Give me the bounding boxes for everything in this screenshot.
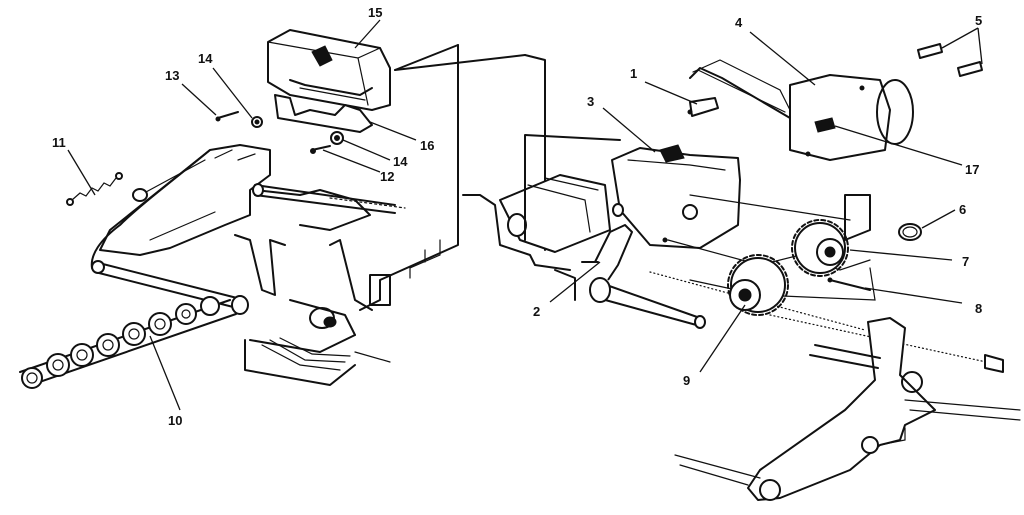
gear-bracket (611, 144, 741, 249)
callout-15: 15 (368, 5, 382, 20)
callout-labels: 1 2 3 4 5 6 7 8 9 10 11 12 13 14 14 15 1… (52, 5, 982, 428)
washer-upper (251, 116, 263, 128)
guide-rod (252, 183, 406, 214)
washer-lower (330, 131, 344, 145)
roller-shaft (19, 296, 237, 389)
callout-16: 16 (420, 138, 434, 153)
mounting-plate (274, 94, 373, 133)
callout-2: 2 (533, 304, 540, 319)
callout-7: 7 (962, 254, 969, 269)
center-motor-mount (462, 134, 621, 271)
screw-5-lower (957, 61, 983, 77)
center-guide-plates (554, 194, 876, 301)
gear-9 (727, 254, 789, 316)
print-head-carriage (234, 234, 391, 386)
callout-11: 11 (52, 135, 66, 150)
motor (689, 59, 914, 161)
callout-3: 3 (587, 94, 594, 109)
callout-10: 10 (168, 413, 182, 428)
screw-13 (215, 111, 239, 122)
long-rod (649, 271, 1004, 373)
callout-4: 4 (735, 15, 743, 30)
spring-hook (132, 159, 206, 202)
left-frame-plate (359, 44, 459, 311)
callout-13: 13 (165, 68, 179, 83)
callout-14-lower: 14 (393, 154, 408, 169)
callout-9: 9 (683, 373, 690, 388)
callout-12: 12 (380, 169, 394, 184)
ring-6 (898, 223, 922, 241)
callout-17: 17 (965, 162, 979, 177)
pin-1 (687, 97, 719, 117)
callout-5: 5 (975, 13, 982, 28)
callout-8: 8 (975, 301, 982, 316)
callout-14-upper: 14 (198, 51, 213, 66)
main-shaft-left (91, 260, 249, 315)
tension-spring (66, 172, 123, 206)
pin-8 (827, 277, 871, 291)
motor-bracket (267, 29, 391, 111)
screw-5-upper (917, 43, 943, 59)
gear-7 (791, 219, 849, 277)
callout-6: 6 (959, 202, 966, 217)
screw-12 (310, 145, 331, 154)
leader-lines (67, 19, 983, 411)
center-shaft (589, 277, 706, 329)
right-side-frame (674, 317, 1021, 501)
callout-1: 1 (630, 66, 637, 81)
lever-arm (581, 203, 633, 281)
